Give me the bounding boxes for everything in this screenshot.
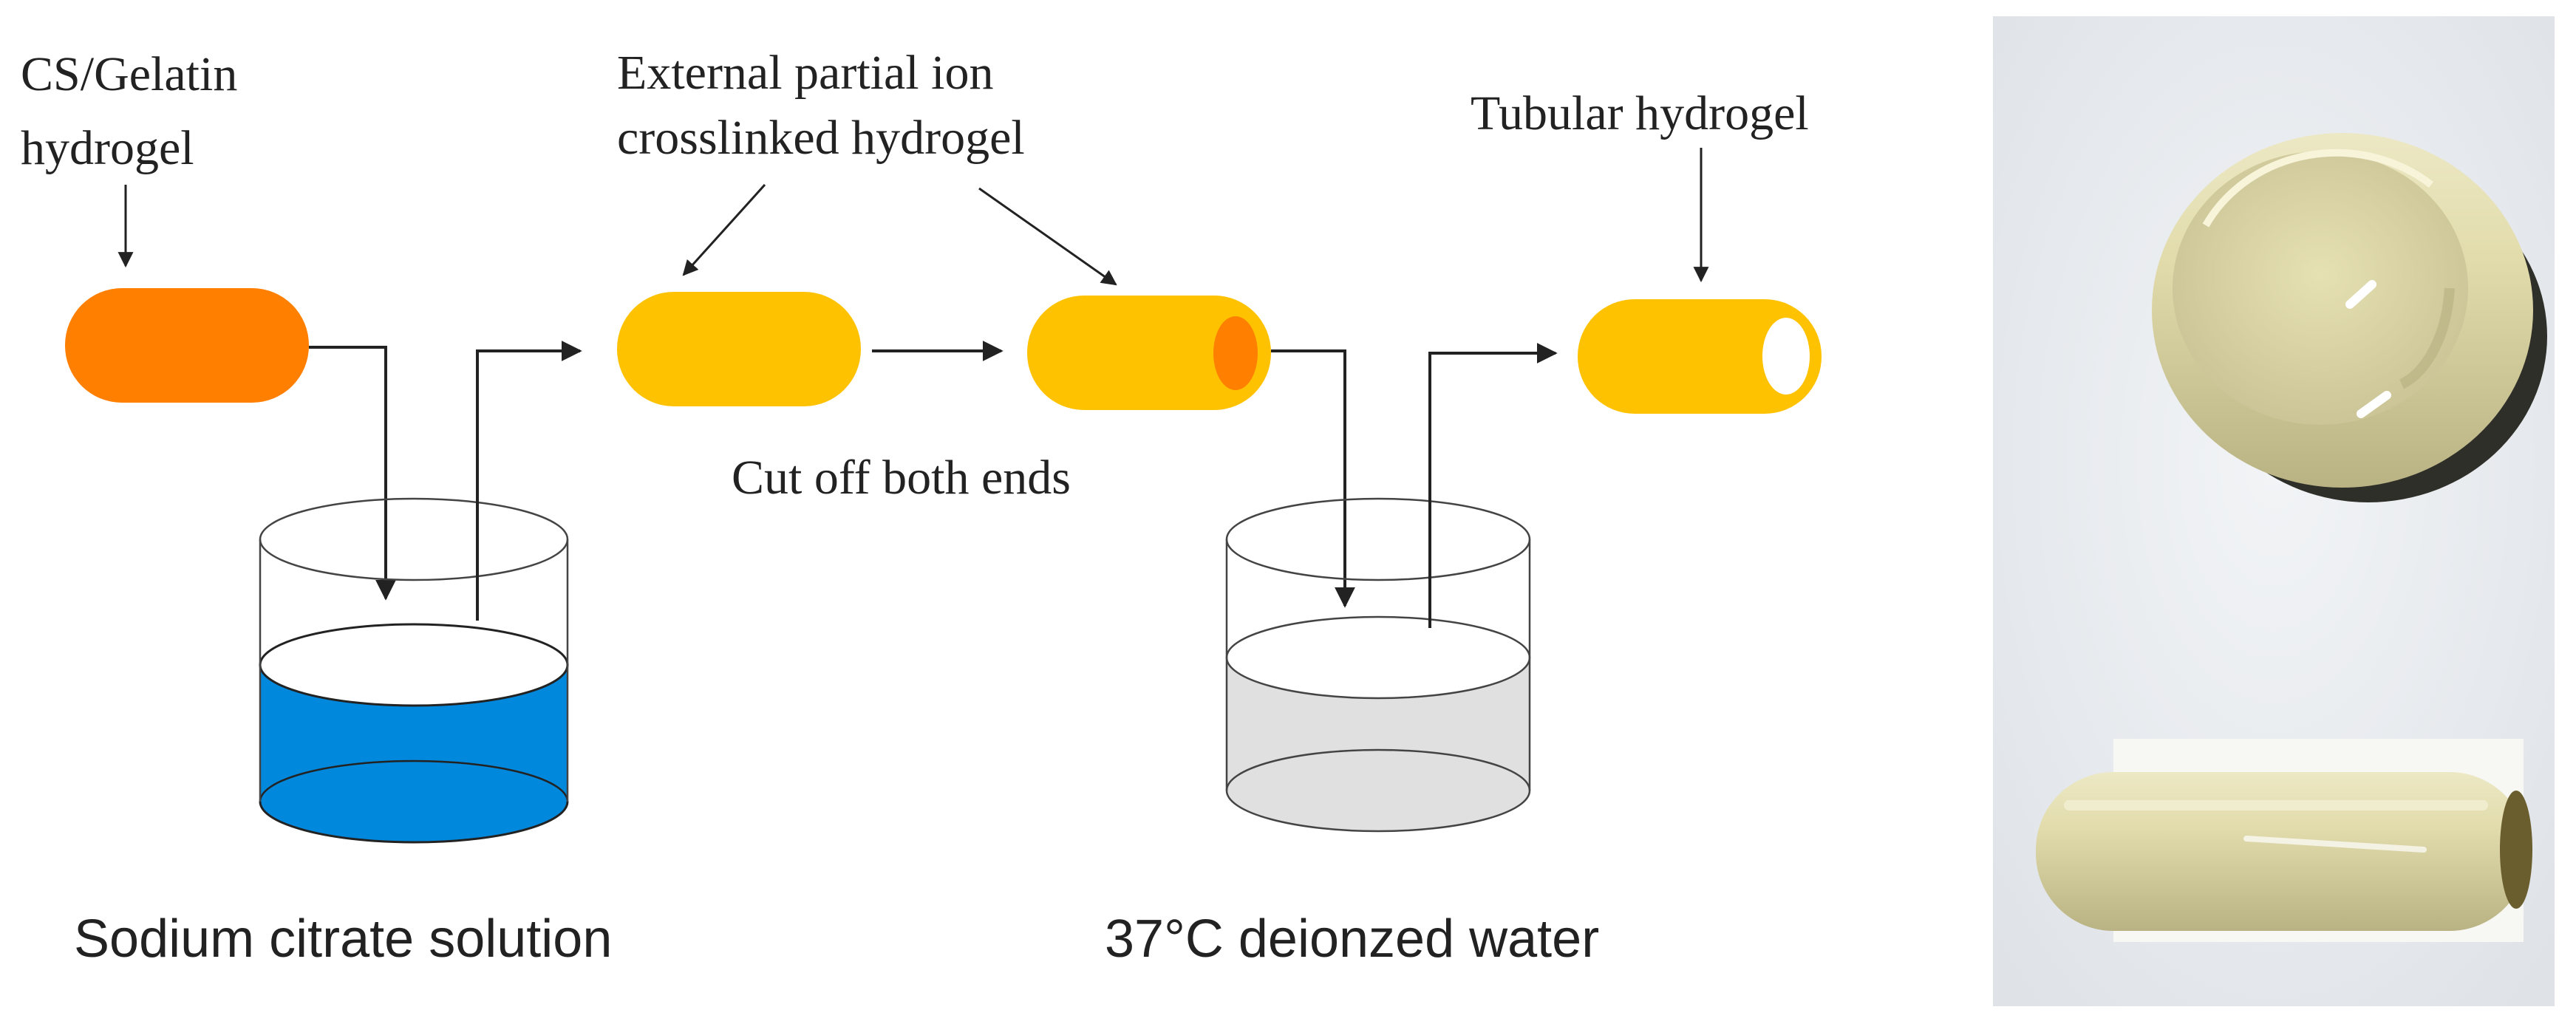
water-beaker-rim [1225,497,1531,581]
water-bottom-front [1225,790,1531,833]
photo-upright-tube-inner-shade [2399,287,2455,389]
photo-horizontal-tube-end [2500,791,2532,909]
photo-upright-tube-glint-2 [2357,391,2391,418]
citrate-liquid-surface [259,623,569,707]
water-liquid-surface [1225,615,1531,700]
external-crosslinked-label-line1: External partial ion [617,46,993,100]
deionized-water-beaker [1225,497,1531,833]
external-pointer-left [682,183,766,276]
cut-rod-body [1027,296,1271,410]
photo-upright-tube-rim-highlight [2202,149,2434,228]
arrow-into-water [1271,349,1355,608]
tube-lumen [1762,318,1810,395]
photo-horizontal-tube-glint [2243,836,2427,853]
photo-upright-tube [2152,133,2547,502]
citrate-liquid [260,665,568,842]
tubular-hydrogel [1578,299,1822,414]
photo-upright-tube-glint-1 [2345,280,2376,309]
deionized-water-label: 37°C deionzed water [1105,909,1599,969]
citrate-bottom-back [259,760,569,802]
exposed-core [1213,316,1258,390]
external-pointer-right [978,187,1117,286]
citrate-beaker-rim [259,497,569,581]
cs-gelatin-rod-body [65,288,309,403]
citrate-bottom-front [259,801,569,844]
external-crosslinked-label-line2: crosslinked hydrogel [617,111,1025,165]
cut-rod [1027,296,1271,410]
cut-off-label: Cut off both ends [732,451,1071,505]
tubular-label: Tubular hydrogel [1471,86,1809,140]
cs-gelatin-label-line2: hydrogel [21,121,194,175]
arrow-out-of-water [1428,343,1558,628]
cs-gelatin-rod [65,288,309,403]
water-bottom-back [1225,748,1531,791]
cs-gelatin-label-line1: CS/Gelatin [21,47,237,101]
water-liquid [1227,658,1530,831]
tubular-hydrogel-body [1578,299,1822,414]
photo-panel [1993,16,2555,1006]
arrow-into-citrate [309,346,396,601]
photo-horizontal-tube [2036,739,2532,942]
photo-upright-tube-inner [2173,151,2468,425]
sodium-citrate-label: Sodium citrate solution [74,909,612,969]
photo-horizontal-tube-body [2036,772,2527,931]
sodium-citrate-beaker [259,497,569,844]
arrow-out-of-citrate [476,341,582,621]
crosslinked-rod [617,292,861,406]
crosslinked-rod-body [617,292,861,406]
